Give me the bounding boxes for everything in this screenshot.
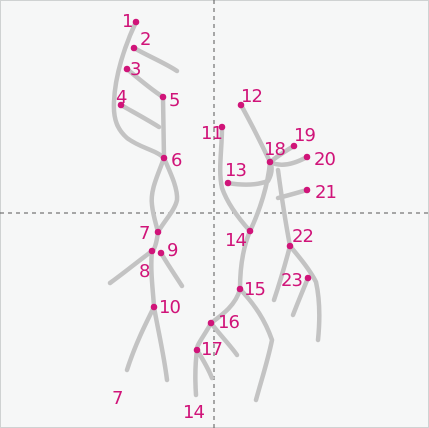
- left-branch-4: [118, 102, 162, 130]
- label-9: 9: [167, 240, 178, 261]
- label-12: 12: [241, 86, 262, 107]
- label-13: 13: [225, 160, 246, 181]
- label-7-bottom: 7: [112, 388, 122, 409]
- right-branch-15: [237, 286, 275, 403]
- label-5: 5: [169, 90, 179, 111]
- marker-16: [207, 319, 215, 327]
- marker-19: [290, 142, 298, 150]
- marker-3: [123, 65, 131, 73]
- label-1: 1: [122, 11, 132, 32]
- label-14-bottom: 14: [183, 402, 204, 423]
- marker-14: [246, 227, 254, 235]
- marker-15: [236, 285, 244, 293]
- marker-13: [224, 179, 232, 187]
- label-10: 10: [159, 297, 180, 318]
- labels: 1 2 3 4 5 6 7 8 9 10 7 11 12 13 14 14 15…: [112, 11, 337, 423]
- marker-21: [303, 186, 311, 194]
- label-23: 23: [281, 270, 302, 291]
- label-2: 2: [140, 29, 150, 50]
- label-6: 6: [171, 150, 182, 171]
- label-7: 7: [139, 223, 149, 244]
- left-stem-lower: [149, 229, 170, 383]
- left-branch-8: [107, 248, 155, 286]
- marker-4: [117, 101, 125, 109]
- marker-12: [237, 101, 245, 109]
- left-structure: [107, 19, 185, 383]
- label-22: 22: [292, 226, 313, 247]
- marker-18: [266, 158, 274, 166]
- marker-7: [154, 228, 162, 236]
- marker-23: [304, 274, 312, 282]
- marker-5: [159, 93, 167, 101]
- marker-6: [160, 154, 168, 162]
- right-stem-11: [217, 124, 253, 234]
- left-branch-9: [158, 250, 185, 289]
- marker-20: [303, 153, 311, 161]
- marker-1: [132, 18, 140, 26]
- right-branch-12: [238, 102, 273, 165]
- label-20: 20: [314, 149, 335, 170]
- marker-10: [150, 303, 158, 311]
- markers: [117, 18, 312, 354]
- label-16: 16: [218, 312, 239, 333]
- marker-22: [286, 242, 294, 250]
- marker-2: [130, 44, 138, 52]
- marker-17: [193, 346, 201, 354]
- label-11: 11: [201, 123, 222, 144]
- label-8: 8: [139, 261, 150, 282]
- label-3: 3: [130, 59, 141, 80]
- label-18: 18: [264, 139, 285, 160]
- label-21: 21: [315, 182, 336, 203]
- left-branch-3: [124, 66, 166, 100]
- marker-8: [148, 247, 156, 255]
- right-branch-23: [287, 243, 322, 343]
- marker-9: [157, 249, 165, 257]
- label-17: 17: [201, 339, 222, 360]
- left-branch-10: [124, 304, 157, 373]
- left-stem-5-6: [160, 94, 167, 161]
- label-15: 15: [244, 279, 265, 300]
- label-19: 19: [294, 125, 315, 146]
- left-trunk-upper: [111, 19, 167, 161]
- label-4: 4: [116, 87, 127, 108]
- label-14: 14: [225, 230, 246, 251]
- right-branch-16: [208, 320, 240, 358]
- left-branch-2: [131, 45, 180, 74]
- marker-11: [218, 123, 226, 131]
